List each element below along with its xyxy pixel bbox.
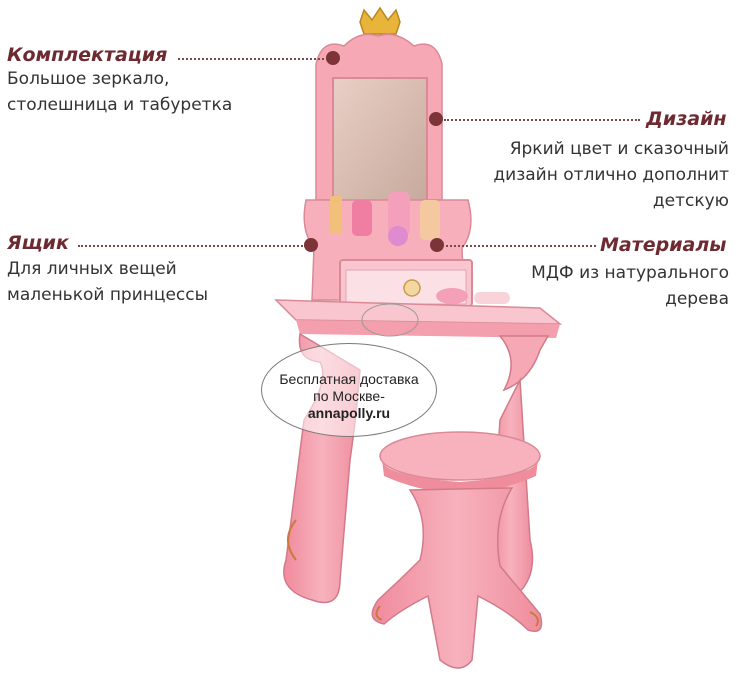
feature-materials-text: МДФ из натурального дерева xyxy=(531,263,729,309)
feature-drawer-text: Для личных вещей маленькой принцессы xyxy=(7,259,209,305)
delivery-site-link[interactable]: annapolly.ru xyxy=(307,405,391,421)
feature-materials-marker xyxy=(430,238,444,252)
feature-design-text: Яркий цвет и сказочный дизайн отлично до… xyxy=(493,139,729,211)
feature-kit-text: Большое зеркало, столешница и табуретка xyxy=(7,69,233,115)
delivery-line-2: по Москве- xyxy=(313,388,385,404)
table-top xyxy=(274,288,563,338)
feature-design-title: Дизайн xyxy=(646,108,727,130)
feature-design-marker xyxy=(429,112,443,126)
feature-design-leader xyxy=(444,119,640,121)
delivery-line-1: Бесплатная доставка xyxy=(279,371,419,387)
stool xyxy=(371,431,543,669)
feature-kit-title: Комплектация xyxy=(7,44,168,66)
feature-kit-marker xyxy=(326,51,340,65)
feature-kit-leader xyxy=(178,58,328,60)
feature-drawer-title: Ящик xyxy=(7,232,69,254)
feature-drawer-marker xyxy=(304,238,318,252)
feature-materials-leader xyxy=(446,245,596,247)
feature-drawer-leader xyxy=(78,245,306,247)
free-delivery-badge: Бесплатная доставка по Москве- annapolly… xyxy=(261,343,437,437)
feature-materials-title: Материалы xyxy=(600,234,727,256)
mirror xyxy=(315,33,443,205)
crown-ornament xyxy=(359,6,401,35)
toiletry-bottles xyxy=(330,192,440,246)
